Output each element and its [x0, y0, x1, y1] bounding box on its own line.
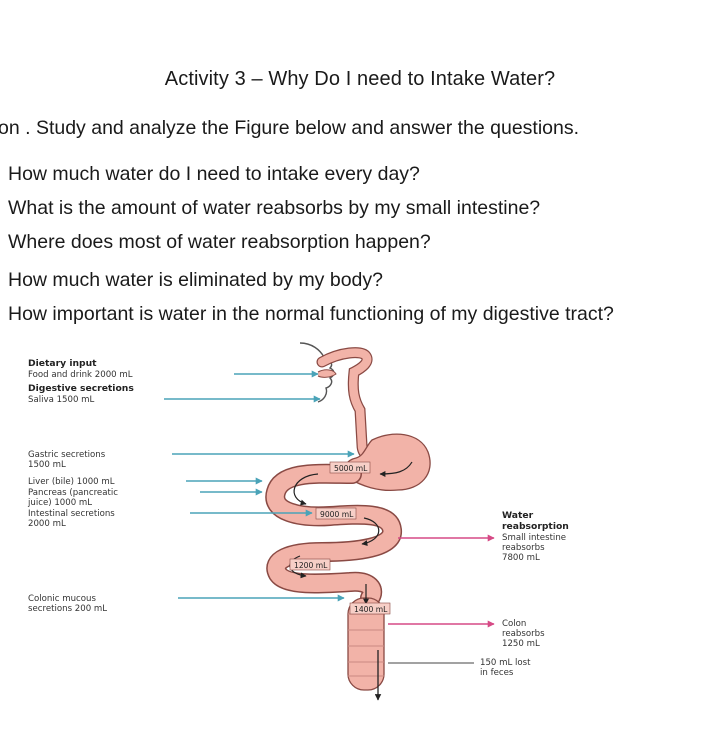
flow-volume-1200: 1200 mL [294, 561, 328, 570]
question-5: How important is water in the normal fun… [8, 303, 614, 325]
gastric-label-line2: 1500 mL [28, 460, 66, 470]
activity-title: Activity 3 – Why Do I need to Intake Wat… [164, 68, 556, 90]
instruction-text: on . Study and analyze the Figure below … [0, 117, 580, 139]
question-1: How much water do I need to intake every… [8, 163, 420, 185]
pancreas-label-line1: Pancreas (pancreatic [28, 488, 118, 498]
colon-label-line2: reabsorbs [502, 629, 545, 639]
colon-label-line1: Colon [502, 619, 526, 629]
gastric-label-line1: Gastric secretions [28, 450, 106, 460]
liver-label: Liver (bile) 1000 mL [28, 477, 115, 487]
question-4: How much water is eliminated by my body? [8, 269, 383, 291]
water-reabsorption-heading-line1: Water [502, 510, 534, 521]
small-intestine-label-line1: Small intestine [502, 533, 566, 543]
feces-label-line2: in feces [480, 668, 514, 678]
flow-arrow-stomach [379, 461, 413, 477]
saliva-label: Saliva 1500 mL [28, 395, 95, 405]
water-reabsorption-heading-line2: reabsorption [502, 521, 569, 532]
feces-label-line1: 150 mL lost [480, 658, 531, 668]
digestive-water-figure: 5000 mL 9000 mL 1200 mL 1400 mL Dietary … [27, 342, 569, 701]
dietary-input-heading: Dietary input [28, 358, 97, 369]
intestinal-label-line1: Intestinal secretions [28, 509, 115, 519]
dietary-input-label: Food and drink 2000 mL [28, 370, 133, 380]
colonic-label-line1: Colonic mucous [28, 594, 96, 604]
question-2: What is the amount of water reabsorbs by… [8, 197, 541, 219]
flow-arrow-coil-2 [361, 517, 380, 546]
digestive-secretions-heading: Digestive secretions [28, 383, 134, 394]
colonic-label-line2: secretions 200 mL [28, 604, 107, 614]
small-intestine-label-line3: 7800 mL [502, 553, 540, 563]
flow-volume-9000: 9000 mL [320, 510, 354, 519]
question-3: Where does most of water reabsorption ha… [8, 231, 431, 253]
small-intestine-label-line2: reabsorbs [502, 543, 545, 553]
flow-volume-1400: 1400 mL [354, 605, 388, 614]
flow-arrow-coil-1 [293, 473, 319, 506]
stomach [343, 433, 431, 492]
intestinal-label-line2: 2000 mL [28, 519, 66, 529]
colon-label-line3: 1250 mL [502, 639, 540, 649]
lips [317, 369, 337, 378]
flow-volume-5000: 5000 mL [334, 464, 368, 473]
pancreas-label-line2: juice) 1000 mL [27, 498, 92, 508]
